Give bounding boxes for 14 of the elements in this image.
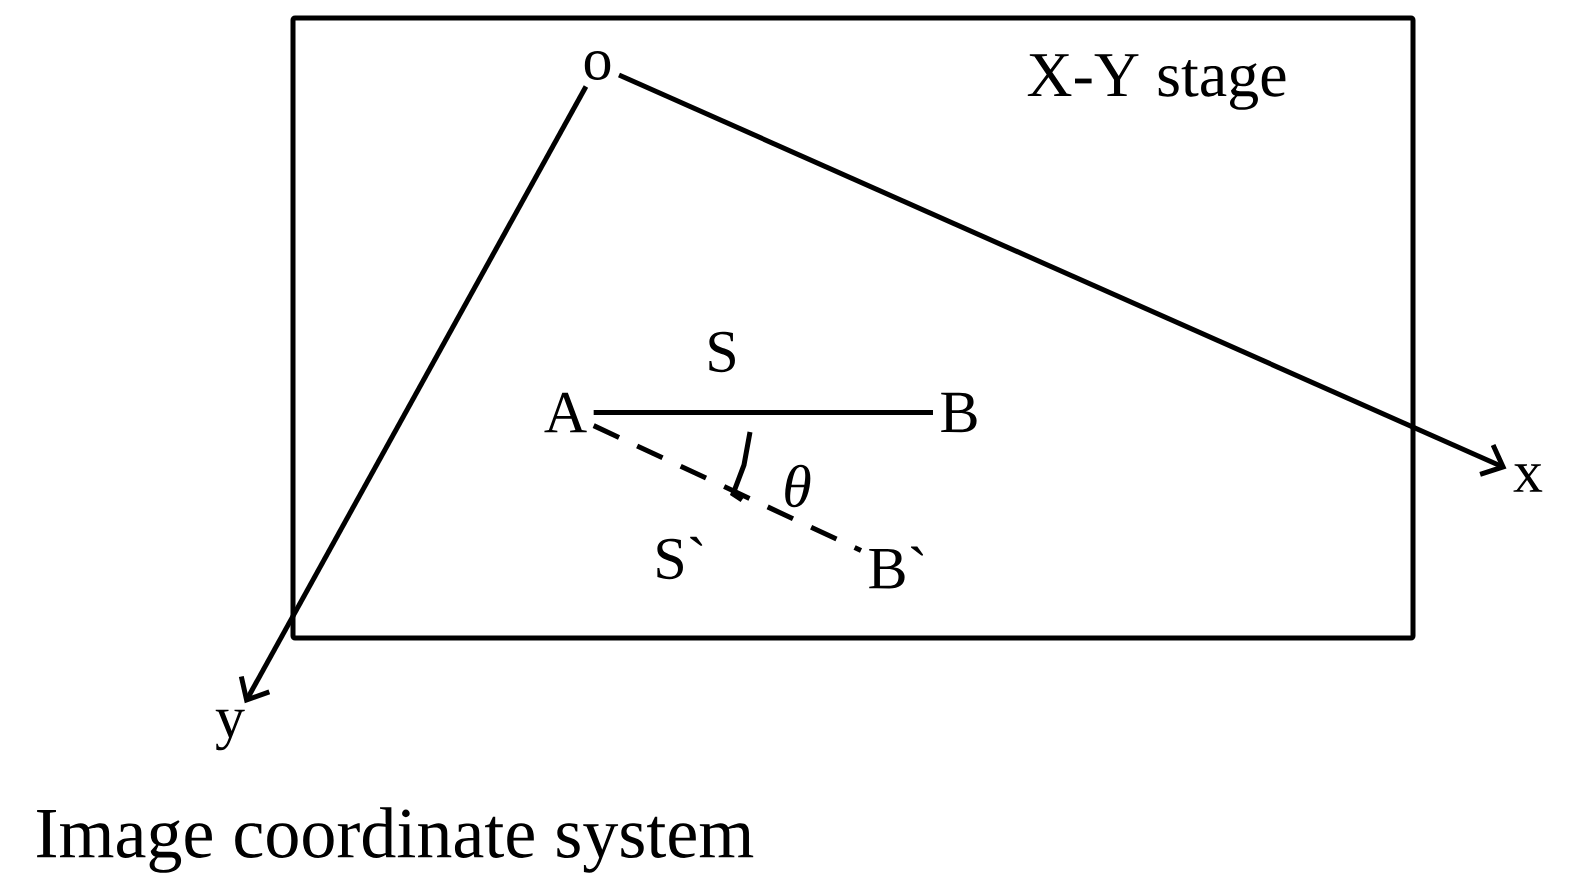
dashed-line [592, 423, 863, 553]
point-label: y [215, 709, 245, 751]
line-segment [593, 410, 933, 415]
point-label: o [584, 51, 611, 80]
arrow [238, 85, 589, 704]
point-label: B` [869, 546, 923, 589]
point-label: B [941, 392, 977, 433]
caption-text: Image coordinate system [37, 807, 754, 873]
edge-label: S` [657, 536, 703, 580]
edge-label: S [709, 331, 735, 373]
angle-label: θ [785, 464, 811, 508]
point-label: x [1513, 464, 1543, 492]
point-label: A [544, 392, 587, 433]
arrow [618, 72, 1507, 477]
